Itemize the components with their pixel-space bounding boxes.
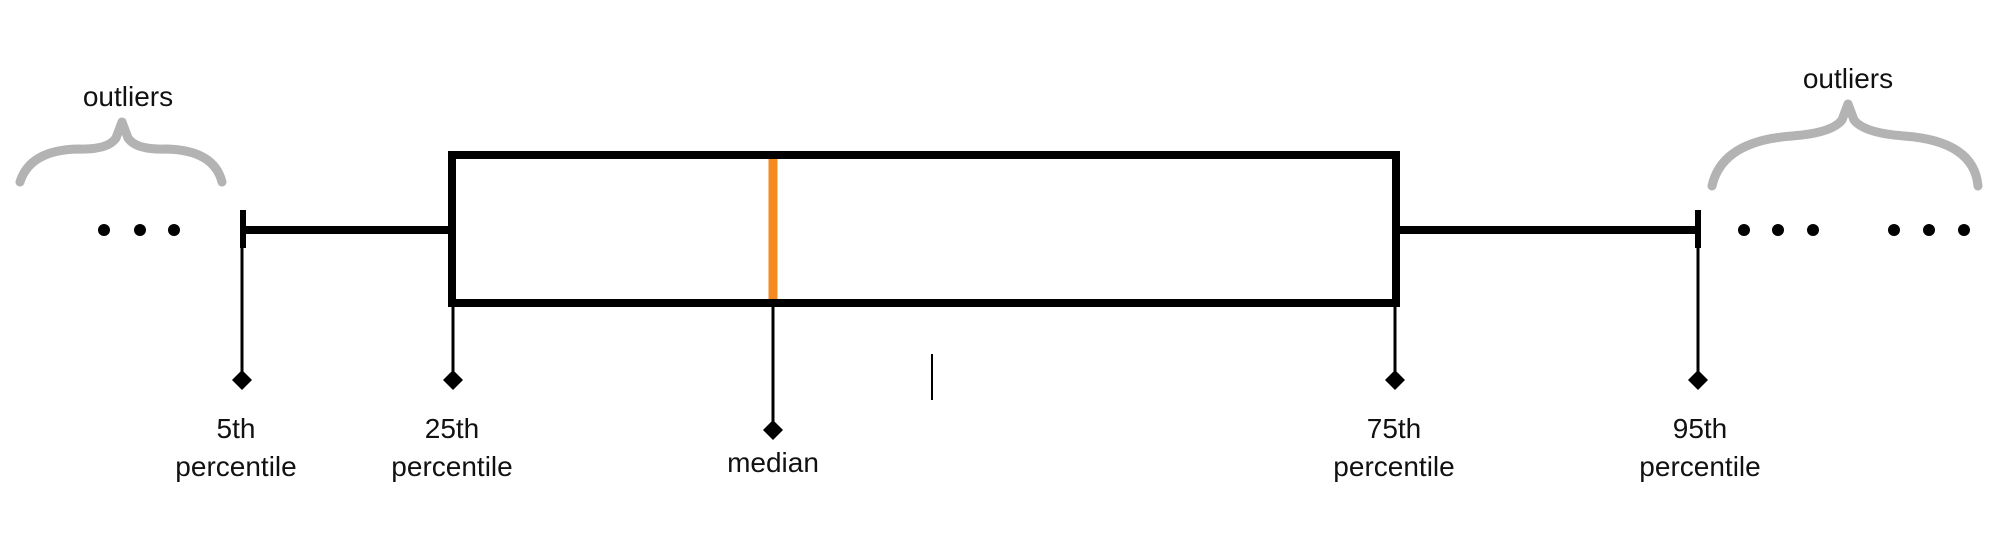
label-75th-line1: 75th (1367, 413, 1422, 444)
label-95th-line2: percentile (1639, 451, 1760, 482)
pointer-diamonds (232, 370, 1708, 440)
outliers-right-label: outliers (1803, 63, 1893, 94)
outliers-right-brace (1707, 99, 1983, 191)
pointer-stems (240, 248, 1700, 422)
outlier-dots-right (1738, 224, 1970, 236)
outliers-left-label: outliers (83, 81, 173, 112)
label-5th-line2: percentile (175, 451, 296, 482)
label-75th-line2: percentile (1333, 451, 1454, 482)
label-25th-line1: 25th (425, 413, 480, 444)
label-5th-line1: 5th (217, 413, 256, 444)
interquartile-box (448, 151, 1400, 307)
outlier-dots-left (98, 224, 180, 236)
outliers-left-brace (15, 117, 227, 187)
label-25th-line2: percentile (391, 451, 512, 482)
label-median: median (727, 447, 819, 478)
label-95th-line1: 95th (1673, 413, 1728, 444)
